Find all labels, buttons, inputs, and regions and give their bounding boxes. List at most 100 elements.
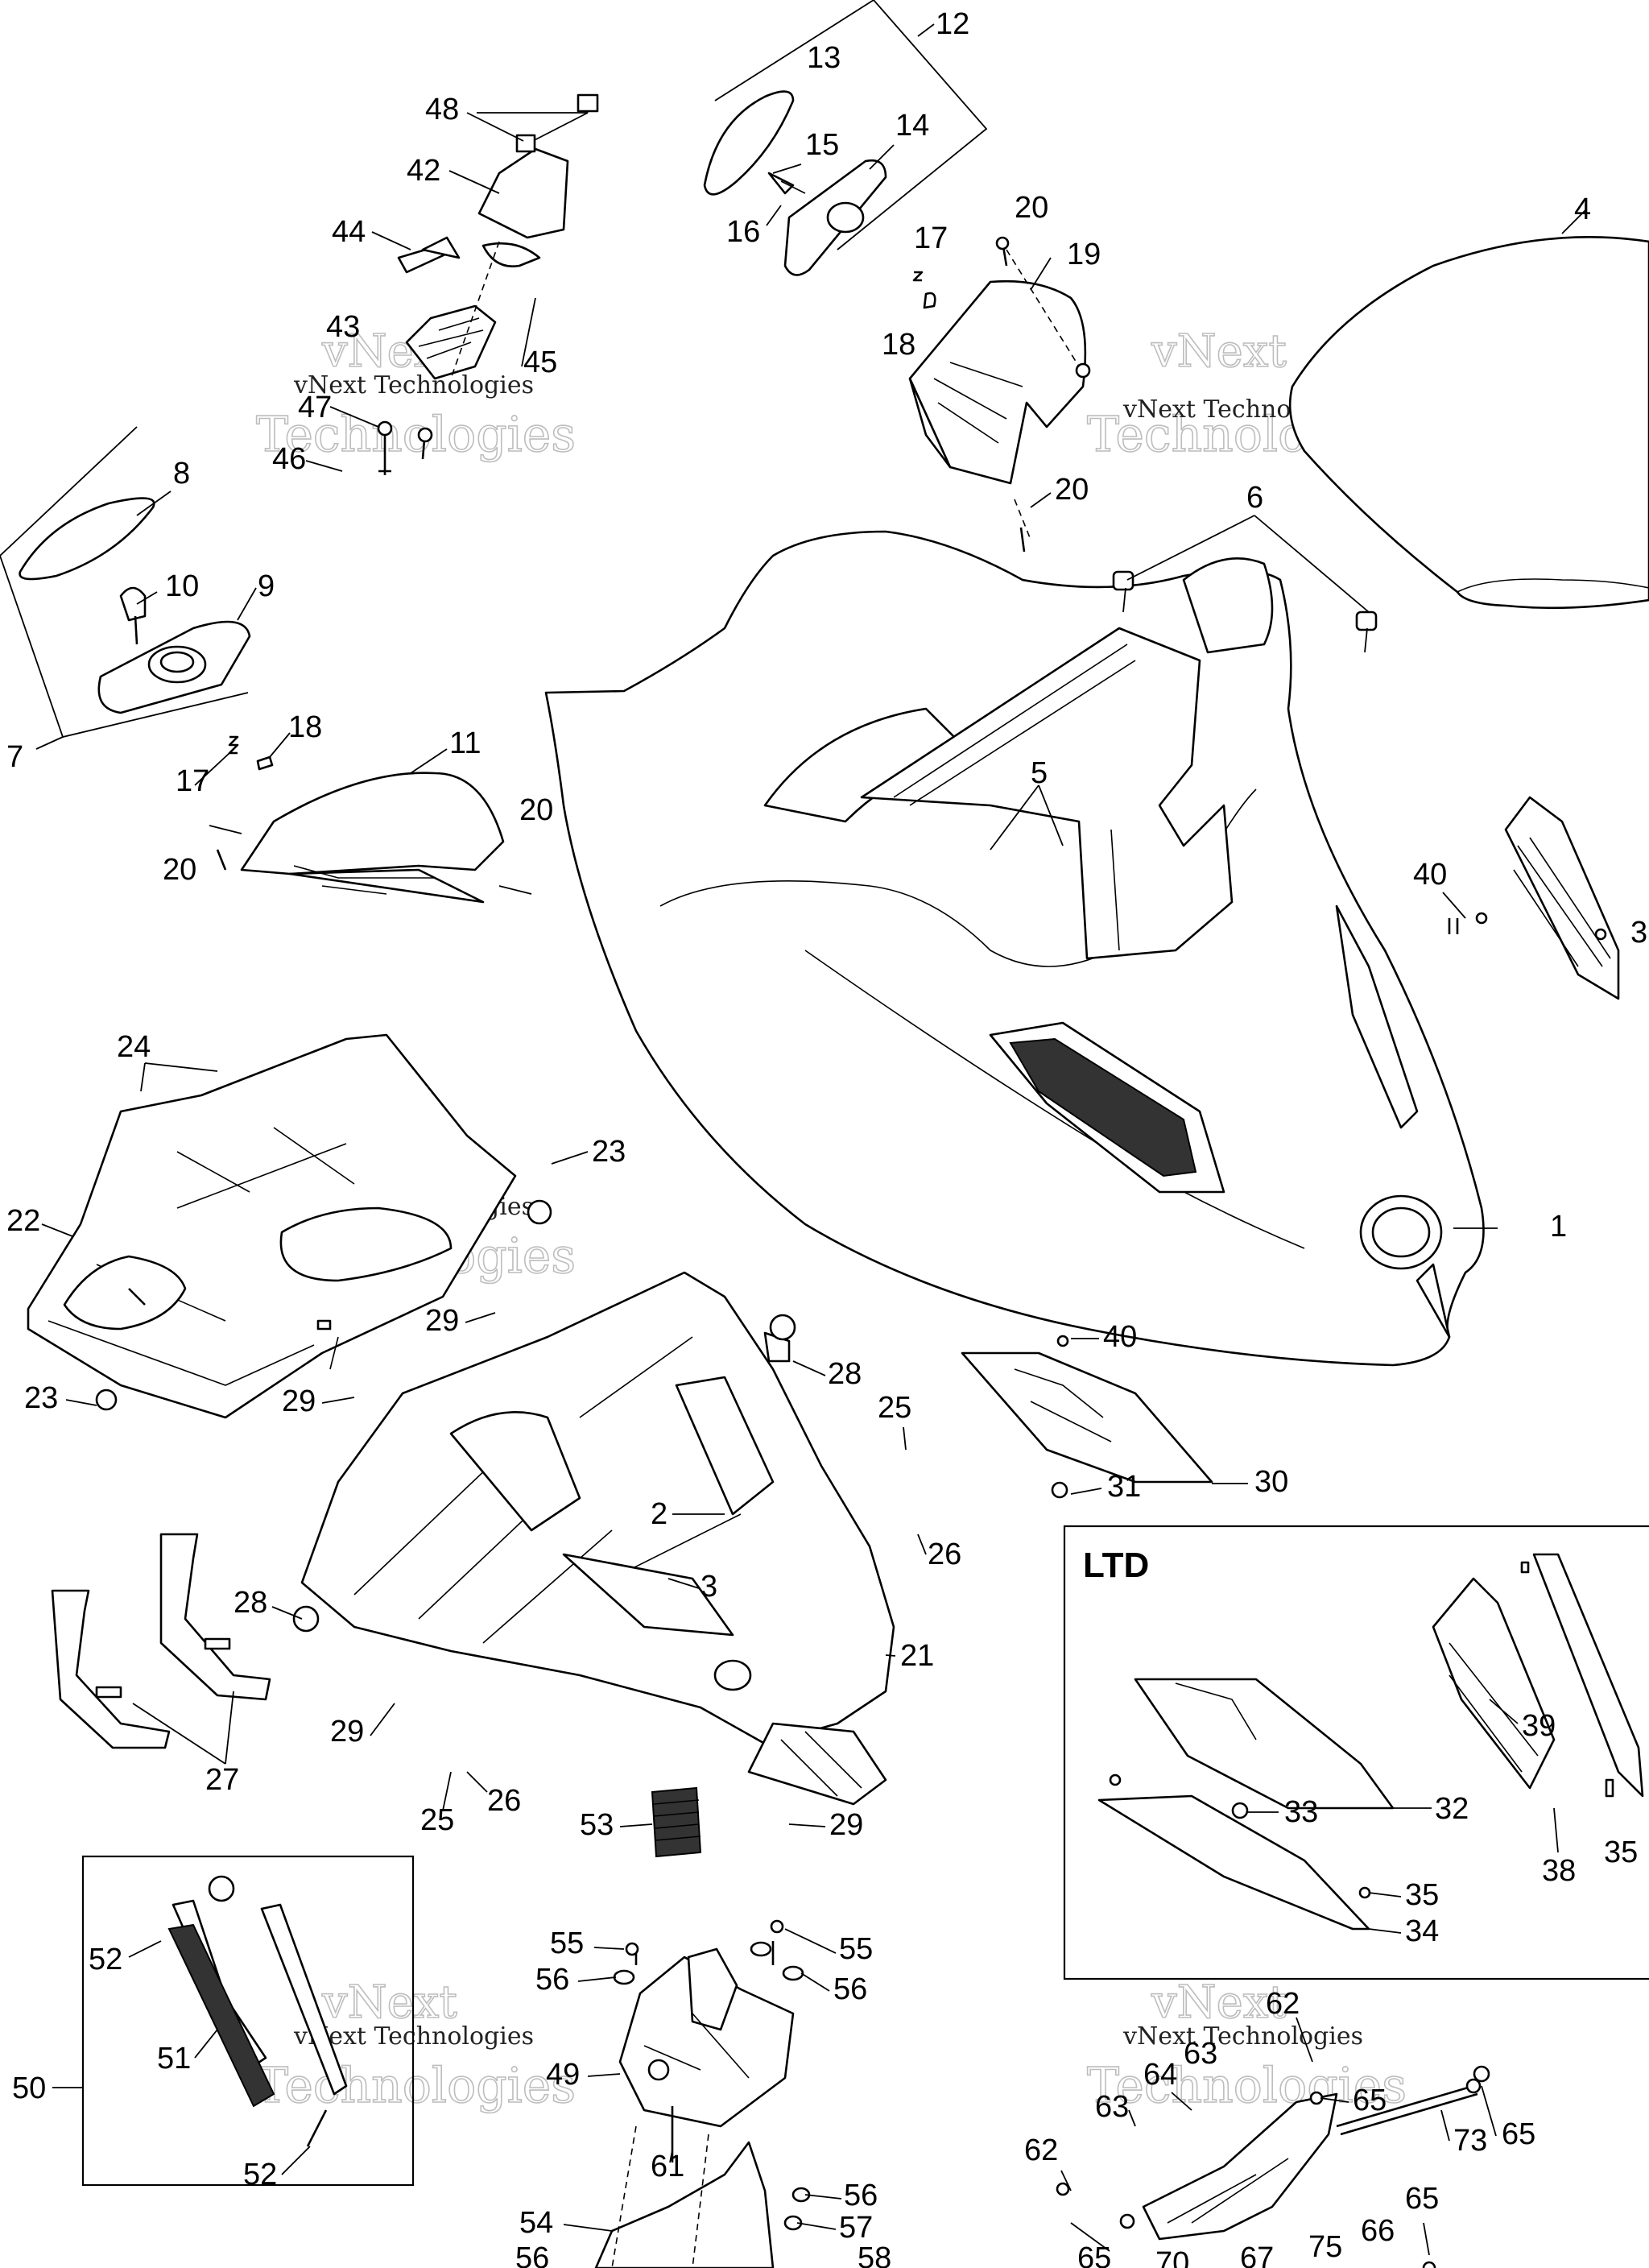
callout-22: 22 <box>6 1204 40 1238</box>
callout-24: 24 <box>117 1030 151 1064</box>
callout-66: 66 <box>1361 2214 1395 2248</box>
svg-text:vNext: vNext <box>321 1976 457 2029</box>
hood-1 <box>544 530 1498 1367</box>
callout-29-a: 29 <box>425 1304 459 1338</box>
ltd-box-label: LTD <box>1083 1546 1149 1585</box>
vent-30 <box>961 1335 1213 1499</box>
callout-26-a: 26 <box>928 1538 961 1571</box>
callout-56-c: 56 <box>844 2179 878 2212</box>
callout-6: 6 <box>1246 481 1263 515</box>
callout-44: 44 <box>332 215 366 249</box>
callout-65-c: 65 <box>1405 2182 1439 2216</box>
callout-29-b: 29 <box>282 1384 316 1418</box>
mirror-kit-12 <box>703 0 988 276</box>
callout-3: 3 <box>701 1570 717 1604</box>
callout-53: 53 <box>580 1808 614 1842</box>
callout-8: 8 <box>173 457 190 490</box>
callout-9: 9 <box>258 569 275 603</box>
callout-27: 27 <box>205 1763 239 1797</box>
callout-50: 50 <box>12 2071 46 2105</box>
callout-18-a: 18 <box>882 328 915 362</box>
callout-31: 31 <box>1107 1470 1141 1504</box>
leader-lines <box>41 112 1559 2256</box>
svg-text:vNext Technologies: vNext Technologies <box>293 371 534 399</box>
callout-65-b: 65 <box>1502 2117 1535 2151</box>
callout-20-a: 20 <box>1015 191 1048 225</box>
callout-15: 15 <box>805 128 839 162</box>
belly-pan-21 <box>292 1271 895 1806</box>
callout-54: 54 <box>519 2206 553 2240</box>
callout-35-b: 35 <box>1405 1878 1439 1912</box>
handle-kit-50 <box>52 1855 415 2187</box>
ltd-box: LTD <box>1063 1525 1649 1980</box>
callout-25-a: 25 <box>878 1391 911 1425</box>
svg-text:vNext Technologies: vNext Technologies <box>1122 2022 1363 2051</box>
mirror-kit-7 <box>0 426 251 750</box>
deflector-19 <box>908 236 1091 553</box>
callout-23-b: 23 <box>24 1381 58 1415</box>
callout-49: 49 <box>546 2058 580 2092</box>
callout-56-a: 56 <box>535 1963 569 1997</box>
callout-65-a: 65 <box>1353 2084 1387 2117</box>
callout-28-a: 28 <box>828 1357 862 1391</box>
callout-56-d: 56 <box>515 2241 549 2268</box>
callout-73: 73 <box>1453 2124 1487 2158</box>
callout-56-b: 56 <box>833 1972 867 2006</box>
callout-20-b: 20 <box>1055 473 1089 507</box>
callout-29-c: 29 <box>330 1715 364 1749</box>
mirror-mount-42 <box>377 93 599 475</box>
callout-39: 39 <box>1522 1709 1556 1743</box>
callout-47: 47 <box>298 391 332 424</box>
watermark-bottom-left: vNext Technologies vNext Technologies <box>255 1976 577 2115</box>
callout-67: 67 <box>1240 2241 1274 2268</box>
callout-4: 4 <box>1574 192 1591 226</box>
callout-58: 58 <box>858 2241 891 2268</box>
callout-61: 61 <box>651 2150 684 2183</box>
callout-43: 43 <box>326 310 360 344</box>
svg-text:vNext: vNext <box>1151 1976 1287 2029</box>
callout-62-b: 62 <box>1024 2133 1058 2167</box>
straps-27 <box>51 1533 271 1749</box>
callout-19: 19 <box>1067 238 1101 271</box>
callout-10: 10 <box>165 569 199 603</box>
callout-25-b: 25 <box>420 1803 454 1837</box>
callout-21: 21 <box>900 1639 934 1673</box>
springs-17-18 <box>228 271 936 771</box>
callout-62-a: 62 <box>1266 1987 1300 2021</box>
callout-2: 2 <box>651 1497 667 1531</box>
callout-35-a: 35 <box>1604 1836 1638 1869</box>
callout-28-b: 28 <box>234 1586 267 1620</box>
callout-30: 30 <box>1254 1465 1288 1499</box>
callout-26-b: 26 <box>487 1784 521 1818</box>
callout-20-d: 20 <box>163 853 196 887</box>
callout-38: 38 <box>1542 1854 1576 1888</box>
callout-7: 7 <box>6 740 23 774</box>
svg-text:Technologies: Technologies <box>256 2058 576 2114</box>
callout-12: 12 <box>936 7 969 41</box>
callout-75: 75 <box>1308 2230 1342 2264</box>
callout-64: 64 <box>1143 2058 1177 2092</box>
callout-70: 70 <box>1155 2246 1189 2268</box>
callout-14: 14 <box>895 109 929 143</box>
svg-text:Technologies: Technologies <box>1087 2058 1407 2114</box>
panel-22 <box>27 849 552 1419</box>
callout-51: 51 <box>157 2042 191 2076</box>
boot-53 <box>651 1786 702 1858</box>
watermark-bottom-right: vNext Technologies vNext Technologies <box>1086 1976 1407 2115</box>
callout-23-a: 23 <box>592 1135 626 1169</box>
callout-labels: 12 13 48 42 15 14 44 16 20 17 19 4 43 45… <box>6 7 1647 2268</box>
callout-17-a: 17 <box>914 221 948 255</box>
callout-55-a: 55 <box>550 1927 584 1960</box>
callout-40-a: 40 <box>1413 858 1447 892</box>
callout-18-b: 18 <box>288 710 322 744</box>
callout-20-c: 20 <box>519 793 553 827</box>
callout-17-b: 17 <box>176 764 209 798</box>
callout-65-d: 65 <box>1077 2241 1111 2268</box>
callout-57: 57 <box>839 2211 873 2245</box>
windshield-4 <box>1288 209 1649 610</box>
deflector-11 <box>209 772 532 904</box>
mount-70 <box>1056 2065 1490 2268</box>
callout-55-b: 55 <box>839 1932 873 1966</box>
bracket-49 <box>594 1919 811 2268</box>
